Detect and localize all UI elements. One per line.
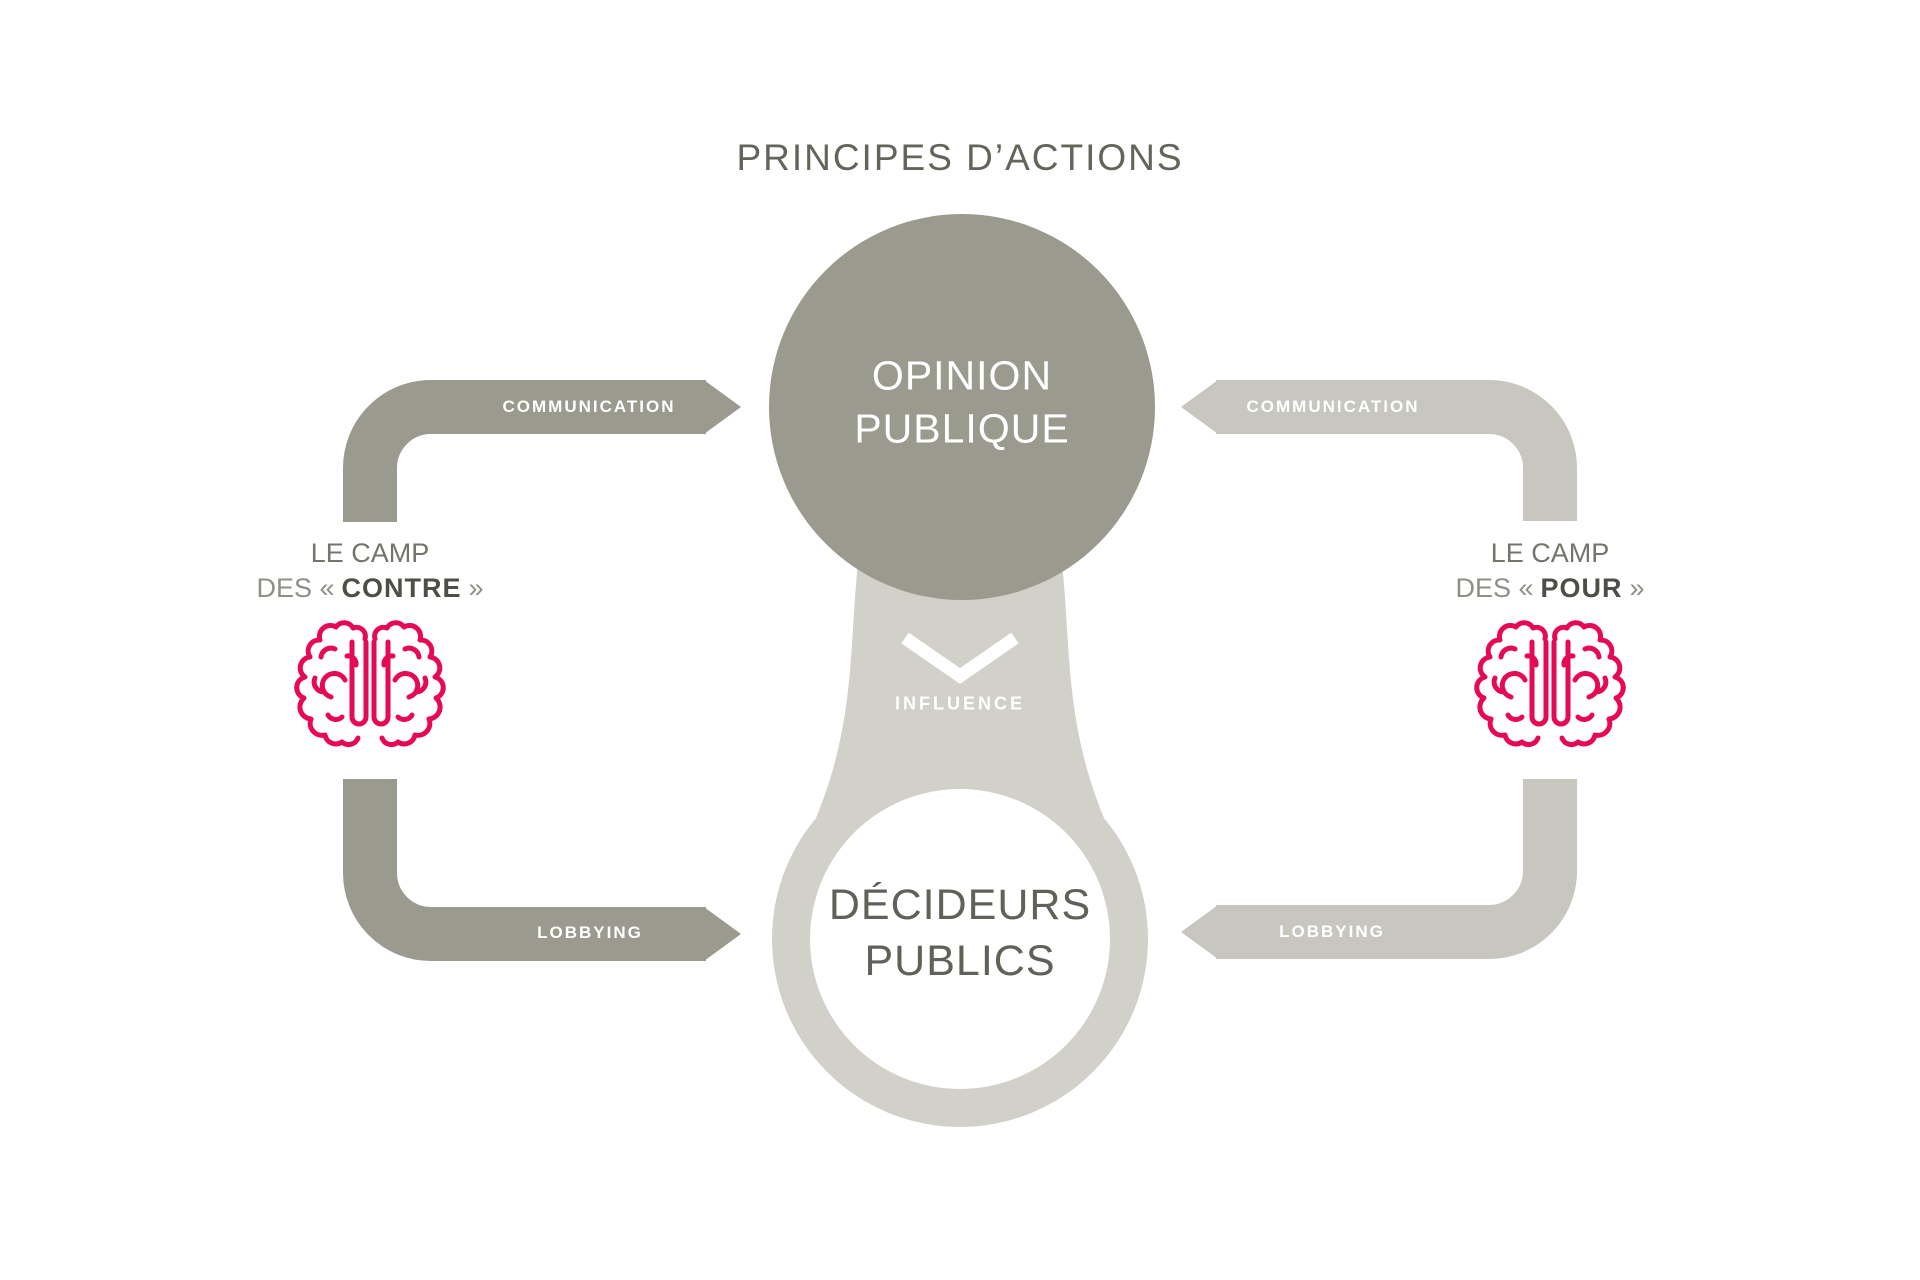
arrowhead-left-icon xyxy=(1181,380,1218,434)
camp-contre-line1: LE CAMP xyxy=(310,538,430,568)
camp-pour-name: POUR xyxy=(1540,573,1623,603)
camp-contre-line2: DES « CONTRE » xyxy=(256,571,483,606)
lobbying-left-label: LOBBYING xyxy=(537,923,643,942)
camp-contre-name: CONTRE xyxy=(341,573,462,603)
communication-right-label: COMMUNICATION xyxy=(1246,397,1420,416)
arrowhead-right-icon xyxy=(704,380,741,434)
page-title: PRINCIPES D’ACTIONS xyxy=(736,137,1184,178)
arrowhead-left-icon xyxy=(1181,905,1218,959)
decideurs-line2: PUBLICS xyxy=(864,937,1056,985)
opinion-line2: PUBLIQUE xyxy=(854,406,1070,452)
camp-pour-suffix: » xyxy=(1629,573,1645,603)
decideurs-line1: DÉCIDEURS xyxy=(828,881,1092,930)
lobbying-right-arrow xyxy=(1181,779,1577,959)
opinion-line1: OPINION xyxy=(871,352,1053,399)
opinion-circle xyxy=(769,214,1155,600)
communication-right-arrow xyxy=(1181,380,1577,521)
arrowhead-right-icon xyxy=(704,907,741,961)
camp-pour-prefix: DES « xyxy=(1455,573,1534,603)
camp-pour-line2: DES « POUR » xyxy=(1455,571,1644,606)
influence-label: INFLUENCE xyxy=(895,693,1025,714)
camp-contre-suffix: » xyxy=(468,573,484,603)
communication-left-label: COMMUNICATION xyxy=(502,397,676,416)
lobbying-right-label: LOBBYING xyxy=(1279,922,1385,941)
camp-contre-prefix: DES « xyxy=(256,573,335,603)
brain-icon-contre xyxy=(297,623,444,745)
chevron-down-icon xyxy=(901,632,1019,684)
opinion-publique-node-label: OPINION PUBLIQUE xyxy=(854,350,1069,457)
camp-contre-label: LE CAMP DES « CONTRE » xyxy=(256,536,483,606)
camp-pour-line1: LE CAMP xyxy=(1490,538,1610,568)
brain-icon-pour xyxy=(1477,623,1624,745)
communication-left-arrow xyxy=(343,380,741,522)
decideurs-publics-node-label: DÉCIDEURS PUBLICS xyxy=(829,878,1091,990)
decideurs-core xyxy=(810,789,1110,1089)
camp-pour-label: LE CAMP DES « POUR » xyxy=(1455,536,1644,606)
lobbying-left-arrow xyxy=(343,779,741,961)
